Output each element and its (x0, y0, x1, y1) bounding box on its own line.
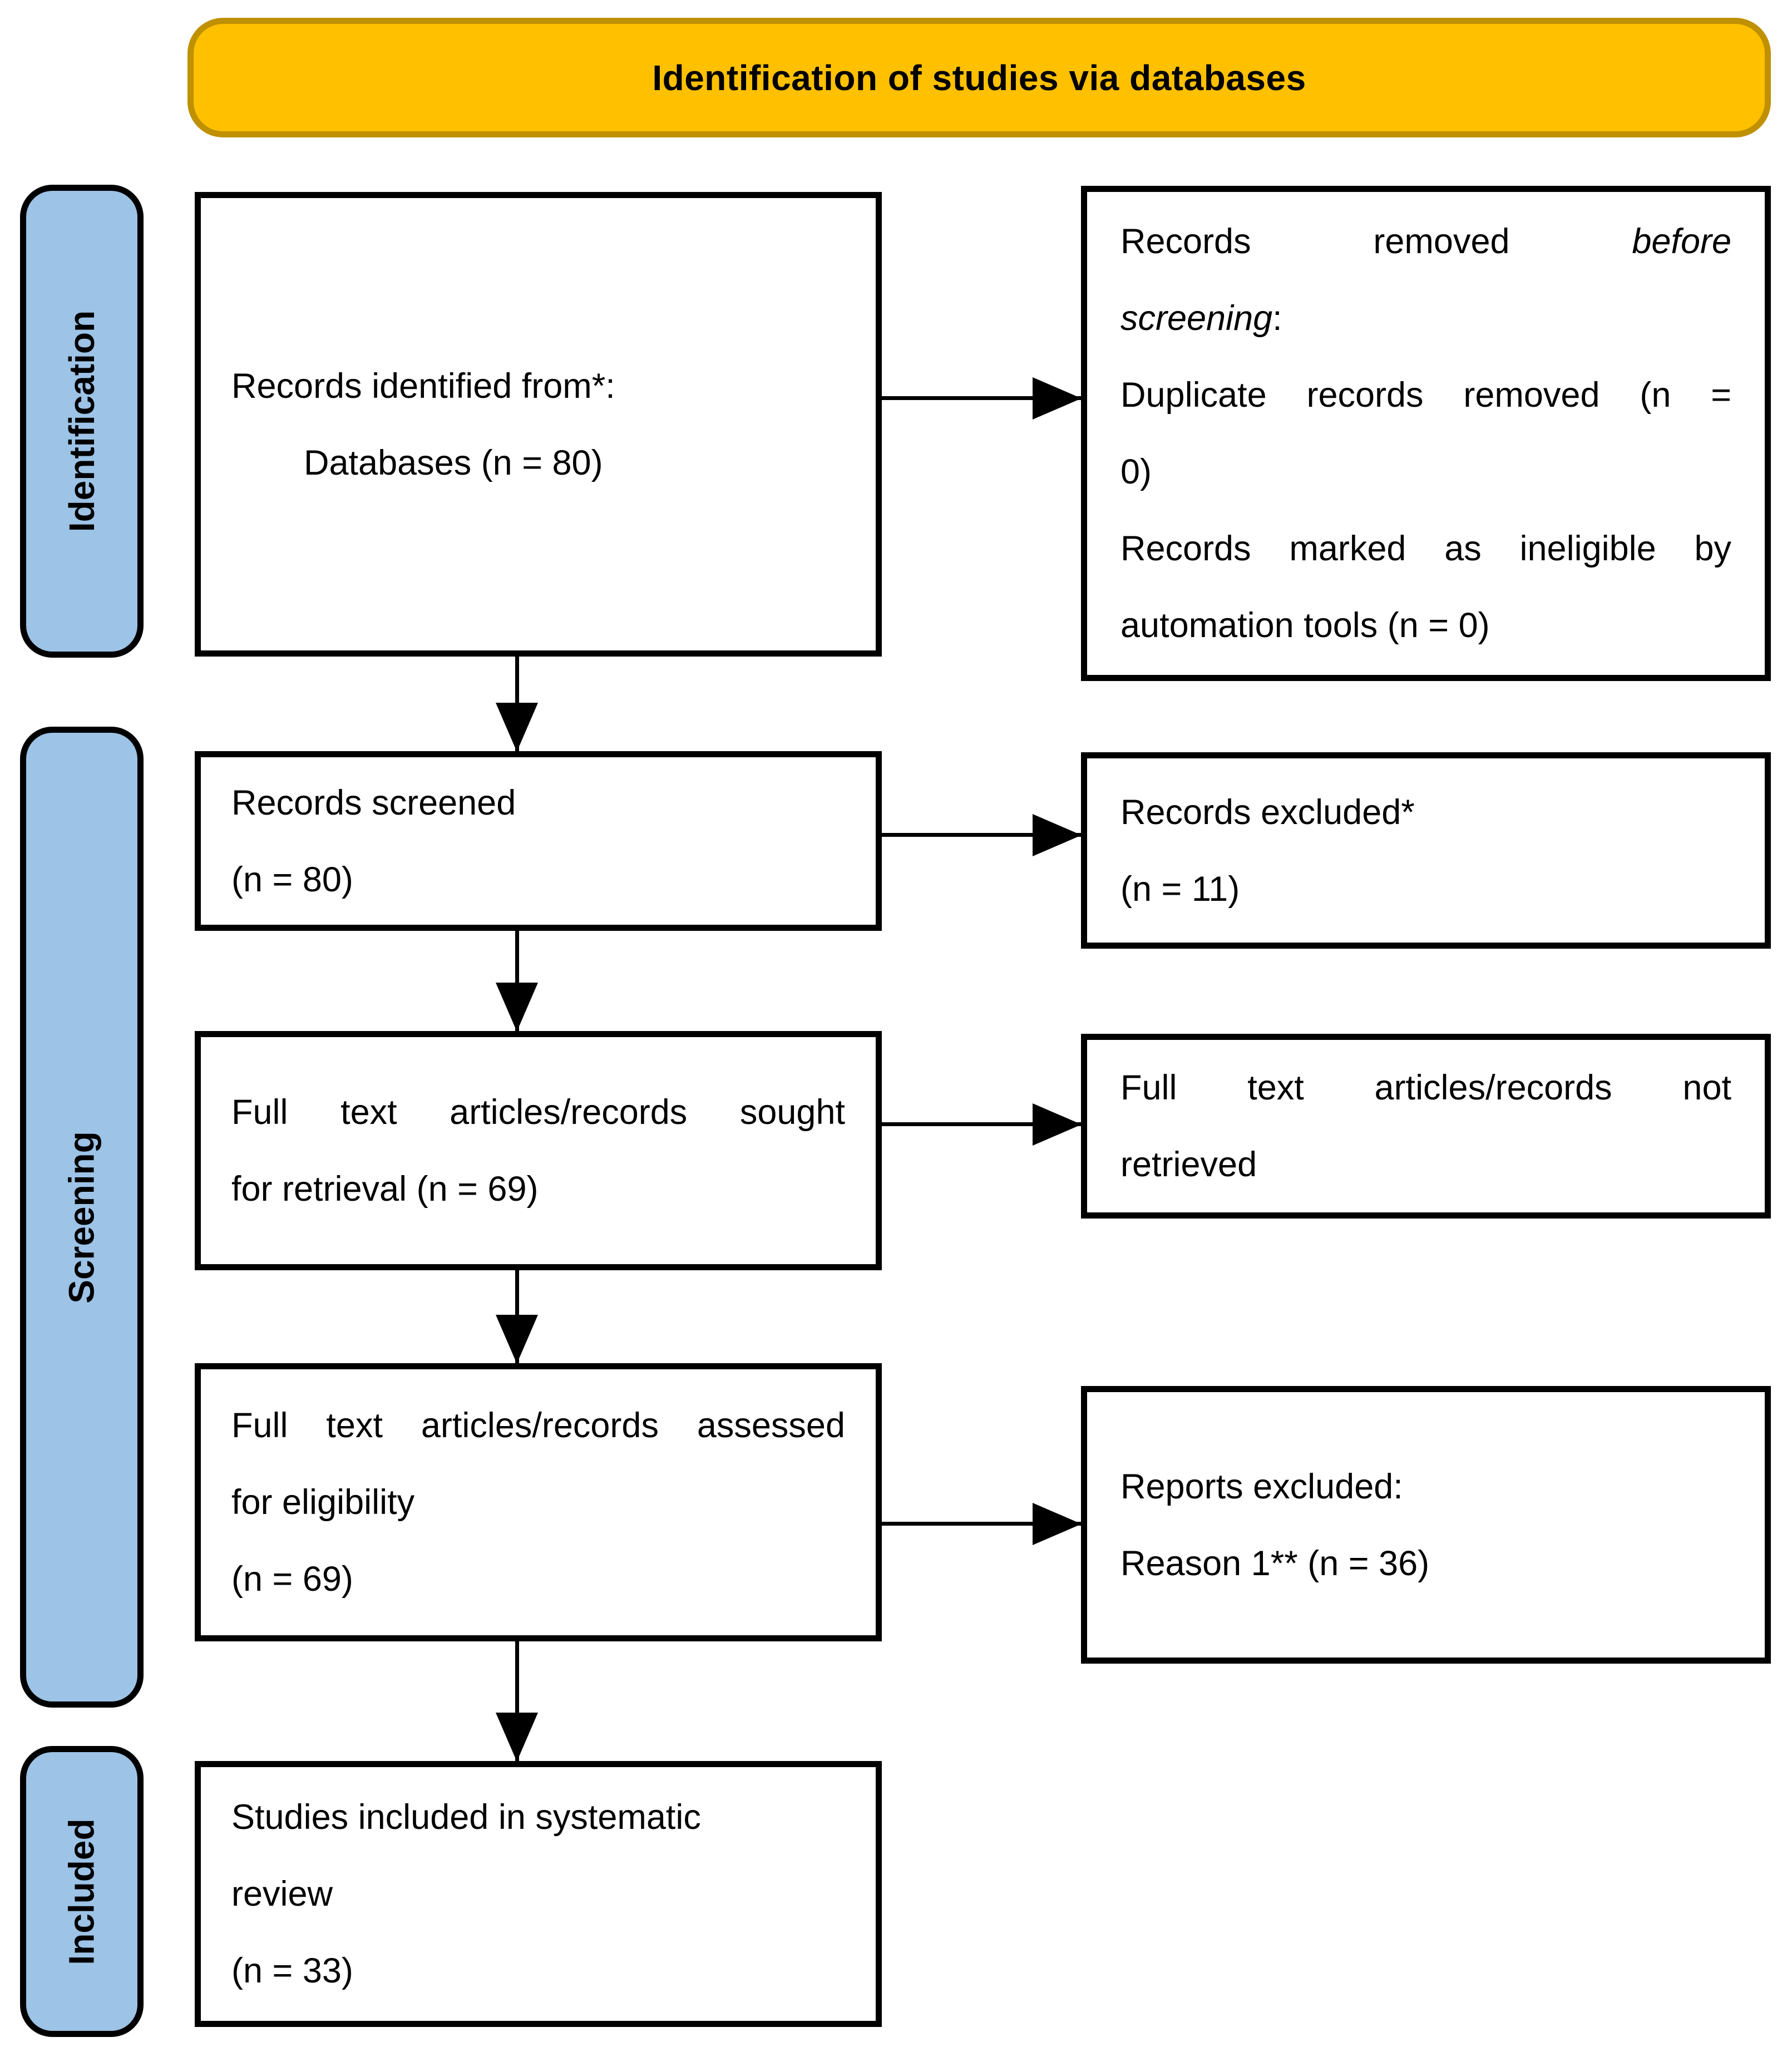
arrow-down-icon (496, 703, 538, 752)
box-line: 0) (1120, 433, 1731, 510)
box-line: Full text articles/records not (1120, 1049, 1731, 1126)
arrow-down-icon (496, 983, 538, 1032)
box-line: for eligibility (231, 1464, 845, 1541)
arrow-down-icon (496, 1713, 538, 1762)
box-line: Records removed before (1120, 203, 1731, 280)
box-line: review (231, 1856, 845, 1932)
arrow-right-icon (1033, 377, 1082, 420)
flow-box-records-excluded: Records excluded* (n = 11) (1081, 752, 1771, 949)
title-banner: Identification of studies via databases (187, 18, 1771, 137)
arrow-right-icon (1033, 1103, 1082, 1146)
connector-line (882, 833, 1081, 837)
arrow-right-icon (1033, 1503, 1082, 1545)
flow-box-studies-included: Studies included in systematic review (n =… (195, 1761, 882, 2027)
box-line-segment: Full text articles/records assessed (231, 1406, 845, 1445)
box-line: for retrieval (n = 69) (231, 1151, 845, 1227)
box-line-segment: for eligibility (231, 1483, 415, 1522)
box-line: Reports excluded: (1120, 1448, 1731, 1525)
box-line-segment: Records excluded* (1120, 792, 1415, 832)
box-line: (n = 11) (1120, 851, 1731, 928)
box-line: Duplicate records removed (n = (1120, 357, 1731, 433)
flow-box-records-screened: Records screened (n = 80) (195, 751, 882, 931)
stage-label-text: Screening (62, 1131, 102, 1304)
stage-label-identification: Identification (20, 185, 144, 658)
box-line-segment: Records screened (231, 783, 516, 822)
box-line-segment: Records marked as ineligible by (1120, 529, 1731, 568)
box-line-segment: (n = 11) (1120, 869, 1240, 909)
box-line-segment: for retrieval (n = 69) (231, 1170, 539, 1209)
box-line-segment: Full text articles/records sought (231, 1093, 845, 1132)
box-line-segment: (n = 69) (231, 1560, 353, 1599)
box-line: screening: (1120, 280, 1731, 357)
box-line-segment: Records removed (1120, 222, 1632, 261)
stage-label-text: Included (62, 1818, 102, 1965)
connector-line (515, 931, 519, 1031)
flow-box-reports-excluded: Reports excluded: Reason 1** (n = 36) (1081, 1386, 1771, 1664)
box-line: Full text articles/records sought (231, 1074, 845, 1151)
stage-label-text: Identification (62, 310, 102, 532)
flow-box-assessed-for-eligibility: Full text articles/records assessed for e… (195, 1363, 882, 1641)
flow-box-not-retrieved: Full text articles/records not retrieved (1081, 1034, 1771, 1219)
box-line-segment: Reason 1** (n = 36) (1120, 1543, 1430, 1583)
box-line-italic-segment: screening (1120, 299, 1273, 338)
box-line: (n = 33) (231, 1932, 845, 2009)
connector-line (882, 396, 1081, 400)
flow-box-sought-for-retrieval: Full text articles/records sought for ret… (195, 1031, 882, 1270)
box-line-segment: : (1272, 299, 1282, 338)
box-line: automation tools (n = 0) (1120, 587, 1731, 664)
box-line-segment: Reports excluded: (1120, 1467, 1403, 1506)
connector-line (882, 1122, 1081, 1126)
stage-label-screening: Screening (20, 727, 144, 1708)
box-line: retrieved (1120, 1126, 1731, 1203)
box-line-segment: review (231, 1875, 333, 1913)
box-line: Records identified from*: (231, 348, 845, 425)
box-line: Records screened (231, 764, 845, 841)
box-line-segment: 0) (1120, 452, 1152, 491)
box-line: (n = 69) (231, 1541, 845, 1617)
box-line: Studies included in systematic (231, 1779, 845, 1856)
arrow-right-icon (1033, 814, 1082, 856)
box-line-segment: Studies included in systematic (231, 1798, 701, 1837)
box-line: Full text articles/records assessed (231, 1387, 845, 1464)
box-line-segment: (n = 33) (231, 1951, 353, 1990)
box-line-segment: Full text articles/records not (1120, 1068, 1731, 1107)
flow-box-records-identified: Records identified from*: Databases (n = … (195, 192, 882, 657)
connector-line (882, 1522, 1081, 1526)
box-line-segment: (n = 80) (231, 860, 353, 899)
connector-line (515, 1641, 519, 1761)
box-line-italic-segment: before (1632, 222, 1731, 261)
box-line: Databases (n = 80) (231, 425, 845, 501)
box-line-segment: automation tools (n = 0) (1120, 606, 1490, 645)
box-line: Records marked as ineligible by (1120, 510, 1731, 587)
box-line-segment: Databases (n = 80) (304, 443, 603, 482)
stage-label-included: Included (20, 1746, 144, 2037)
box-line-segment: Records identified from*: (231, 366, 615, 406)
diagram-title: Identification of studies via databases (652, 57, 1306, 98)
box-line: Records excluded* (1120, 774, 1731, 851)
box-line: (n = 80) (231, 841, 845, 918)
arrow-down-icon (496, 1315, 538, 1364)
box-line: Reason 1** (n = 36) (1120, 1525, 1731, 1602)
box-line-segment: retrieved (1120, 1145, 1257, 1184)
box-line-segment: Duplicate records removed (n = (1120, 376, 1731, 415)
